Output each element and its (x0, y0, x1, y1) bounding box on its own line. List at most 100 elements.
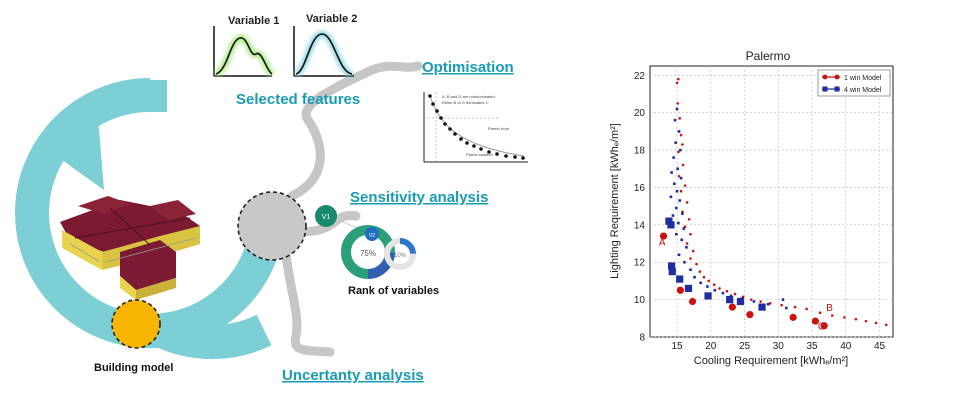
point-0 (759, 300, 762, 303)
point-0 (793, 305, 797, 309)
mini-dot (439, 116, 443, 120)
point-0 (683, 184, 687, 187)
point-1 (680, 238, 684, 242)
point-1 (675, 232, 678, 236)
point-1 (699, 281, 702, 285)
highlight-point-1 (668, 262, 676, 270)
mini-dot (453, 132, 457, 136)
point-0 (687, 217, 691, 221)
point-0 (676, 102, 679, 105)
highlight-point-1 (704, 292, 712, 300)
point-0 (677, 77, 680, 81)
y-tick-label: 14 (634, 220, 646, 231)
point-0 (749, 298, 753, 301)
variable-plot-2 (293, 26, 354, 77)
point-0 (854, 317, 858, 321)
mini-dot (443, 122, 447, 126)
point-1 (673, 118, 677, 122)
point-0 (884, 323, 888, 327)
point-1 (689, 268, 692, 272)
mini-solution-label: Pareto solution (466, 152, 493, 157)
point-1 (679, 176, 683, 180)
cycle-arrow (15, 78, 285, 360)
highlight-point-1 (758, 303, 766, 311)
point-0 (707, 279, 711, 283)
y-axis-title: Lighting Requirement [kWhₑ/m²] (609, 123, 621, 279)
variable-1-label: Variable 1 (228, 15, 279, 27)
highlight-point-1 (736, 297, 745, 306)
annotation-label: B (826, 303, 833, 314)
point-0 (698, 270, 702, 273)
x-tick-label: 35 (806, 341, 818, 352)
highlight-point-0 (676, 286, 684, 294)
v2-badge (365, 227, 379, 241)
highlight-point-0 (688, 297, 697, 306)
mini-dot (513, 155, 517, 159)
point-1 (670, 171, 673, 174)
link-to-uncertainty (281, 249, 335, 357)
x-tick-label: 25 (739, 341, 751, 352)
point-1 (676, 167, 679, 171)
v1-badge-label: V1 (322, 214, 331, 221)
point-0 (702, 275, 706, 279)
point-0 (712, 283, 716, 286)
selected-features-heading: Selected features (236, 91, 360, 108)
y-tick-label: 18 (634, 146, 646, 157)
donut-main-rest (341, 225, 395, 279)
y-tick-label: 16 (634, 183, 646, 194)
donut-main-pct: 75% (360, 249, 376, 258)
point-0 (695, 262, 698, 266)
point-0 (768, 302, 772, 305)
annotation-label: C (818, 322, 825, 333)
x-tick-label: 20 (705, 341, 717, 352)
x-tick-label: 30 (773, 341, 785, 352)
legend: 1 win Model 4 win Model (817, 69, 891, 97)
point-1 (785, 306, 788, 310)
point-1 (675, 206, 678, 210)
highlight-point-1 (726, 296, 734, 304)
point-1 (752, 300, 756, 303)
highlight-point-0 (659, 232, 668, 240)
point-1 (693, 275, 696, 279)
point-0 (725, 289, 729, 293)
sensitivity-graphic: V1 V2 75% 10% (315, 205, 416, 279)
legend-label-1: 1 win Model (844, 75, 882, 82)
point-0 (677, 150, 680, 154)
y-tick-label: 8 (639, 333, 645, 344)
highlight-point-1 (667, 221, 675, 229)
legend-label-2: 4 win Model (844, 87, 882, 94)
point-0 (681, 163, 685, 167)
point-0 (805, 307, 808, 311)
data-points (659, 77, 888, 330)
point-1 (675, 189, 679, 193)
point-0 (681, 143, 684, 146)
highlight-point-0 (820, 322, 828, 330)
mini-dot (495, 152, 499, 156)
y-tick-label: 20 (634, 108, 646, 119)
x-tick-label: 15 (671, 341, 683, 352)
mini-dot (435, 109, 439, 113)
y-tick-label: 10 (634, 295, 646, 306)
grey-links (281, 61, 423, 357)
mini-front-label: Pareto front (488, 126, 510, 131)
point-1 (682, 227, 686, 230)
point-1 (677, 253, 681, 257)
highlight-point-1 (665, 217, 673, 225)
uncertainty-heading: Uncertanty analysis (282, 367, 424, 384)
mini-dot (465, 141, 469, 145)
point-0 (874, 321, 878, 325)
v2-badge-label: V2 (369, 233, 375, 239)
point-0 (678, 117, 681, 120)
point-0 (780, 303, 783, 307)
point-0 (679, 189, 683, 193)
mini-pareto-chart: A, B and D are nondominated Either B or … (423, 92, 528, 163)
point-0 (677, 174, 681, 178)
point-0 (685, 201, 689, 204)
point-1 (677, 130, 681, 133)
mini-note-1: A, B and D are nondominated (442, 94, 495, 99)
variable-plot-1 (213, 26, 275, 77)
